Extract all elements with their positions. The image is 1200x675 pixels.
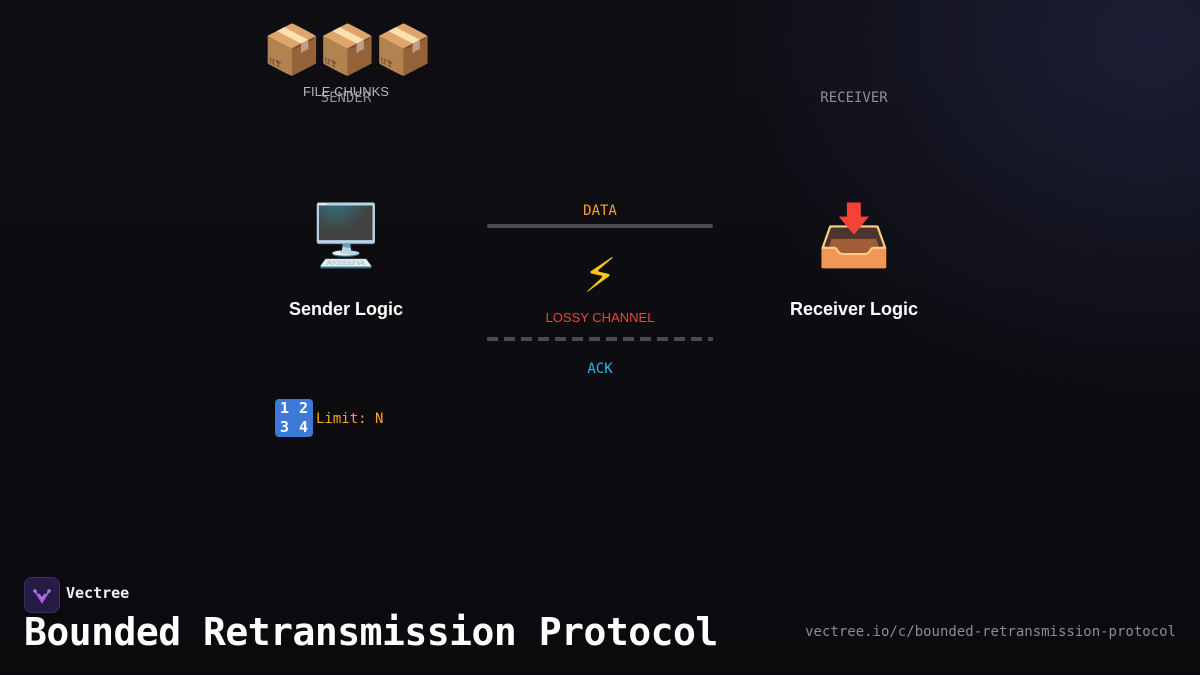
limit-label: Limit: N bbox=[316, 411, 384, 427]
ack-label: ACK bbox=[587, 361, 613, 377]
data-arrow-line bbox=[487, 224, 713, 228]
sender-logic-title: Sender Logic bbox=[288, 299, 404, 319]
brand-name: Vectree bbox=[66, 584, 130, 602]
limit-digit: 2 bbox=[298, 399, 309, 417]
receiver-logic-title: Receiver Logic bbox=[789, 299, 919, 319]
lightning-icon: ⚡ bbox=[583, 248, 617, 304]
ack-arrow-line bbox=[487, 337, 713, 341]
page-url[interactable]: vectree.io/c/bounded-retransmission-prot… bbox=[805, 624, 1176, 640]
package-icons: 📦📦📦 bbox=[262, 22, 433, 78]
limit-digit: 3 bbox=[279, 418, 290, 436]
limit-digit: 1 bbox=[279, 399, 290, 417]
lossy-channel-label: LOSSY CHANNEL bbox=[545, 310, 655, 325]
limit-digit: 4 bbox=[298, 418, 309, 436]
page-title: Bounded Retransmission Protocol bbox=[24, 610, 718, 654]
inbox-tray-icon: 📥 bbox=[816, 201, 892, 271]
sender-role-label: SENDER bbox=[320, 90, 372, 106]
vectree-logo-icon bbox=[24, 577, 60, 613]
computer-icon: 🖥️ bbox=[308, 201, 384, 271]
input-numbers-icon: 1 2 3 4 bbox=[275, 399, 313, 437]
file-chunks-label: FILE CHUNKS bbox=[303, 84, 389, 99]
receiver-role-label: RECEIVER bbox=[820, 90, 888, 106]
data-label: DATA bbox=[583, 203, 617, 219]
